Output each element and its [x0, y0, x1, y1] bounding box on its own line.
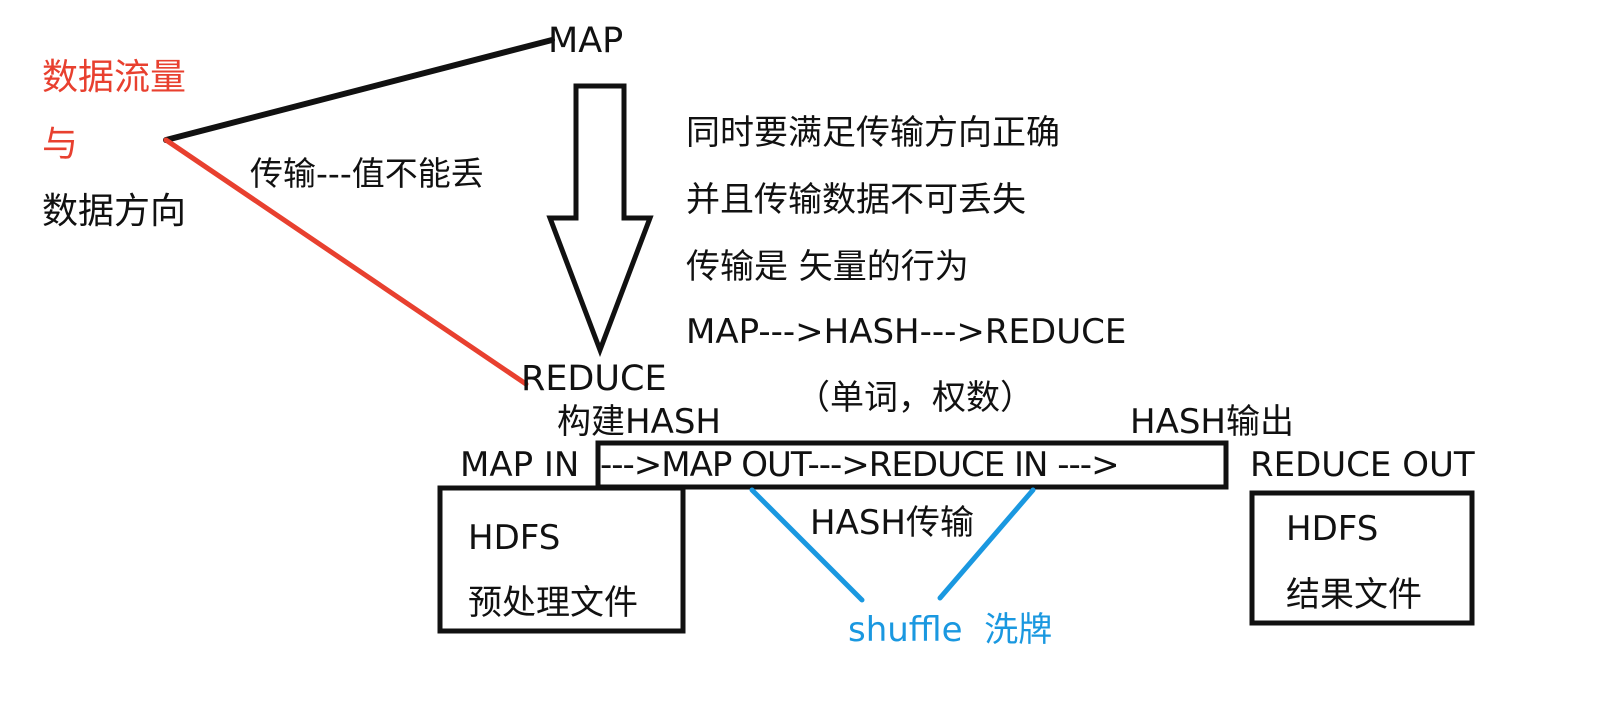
map-label: MAP: [548, 21, 624, 61]
map-in-label: MAP IN: [460, 445, 580, 485]
output-hdfs-label: HDFS: [1286, 509, 1379, 549]
word-count-label: （单词，权数）: [796, 378, 1034, 418]
hash-output-label: HASH输出: [1130, 402, 1294, 442]
data-flow-label: 数据流量: [42, 57, 187, 98]
note-direction-correct: 同时要满足传输方向正确: [686, 113, 1060, 153]
note-vector-behavior: 传输是 矢量的行为: [686, 247, 969, 287]
reduce-out-label: REDUCE OUT: [1250, 445, 1475, 485]
map-link-line: [163, 37, 555, 143]
down-arrow: [546, 83, 654, 358]
reduce-label: REDUCE: [521, 359, 667, 399]
reduce-link-line: [163, 137, 529, 387]
hash-stage-frame: [595, 440, 1229, 490]
transfer-label: 传输---值不能丢: [250, 154, 484, 193]
shuffle-line-left: [749, 487, 865, 603]
shuffle-label: shuffle 洗牌: [848, 610, 1053, 650]
input-preprocessed-file-label: 预处理文件: [468, 583, 638, 623]
output-result-file-label: 结果文件: [1286, 575, 1422, 615]
build-hash-label: 构建HASH: [557, 402, 721, 442]
note-map-hash-reduce: MAP--->HASH--->REDUCE: [686, 312, 1127, 352]
note-no-data-loss: 并且传输数据不可丢失: [686, 180, 1026, 220]
output-hdfs-box: [1249, 490, 1475, 626]
shuffle-line-right: [937, 487, 1036, 601]
input-hdfs-label: HDFS: [468, 518, 561, 558]
pipeline-middle: --->MAP OUT--->REDUCE IN --->: [600, 445, 1120, 485]
and-label: 与: [42, 124, 79, 165]
input-hdfs-box: [437, 485, 686, 634]
data-direction-label: 数据方向: [42, 191, 187, 232]
hash-transfer-label: HASH传输: [810, 503, 974, 543]
